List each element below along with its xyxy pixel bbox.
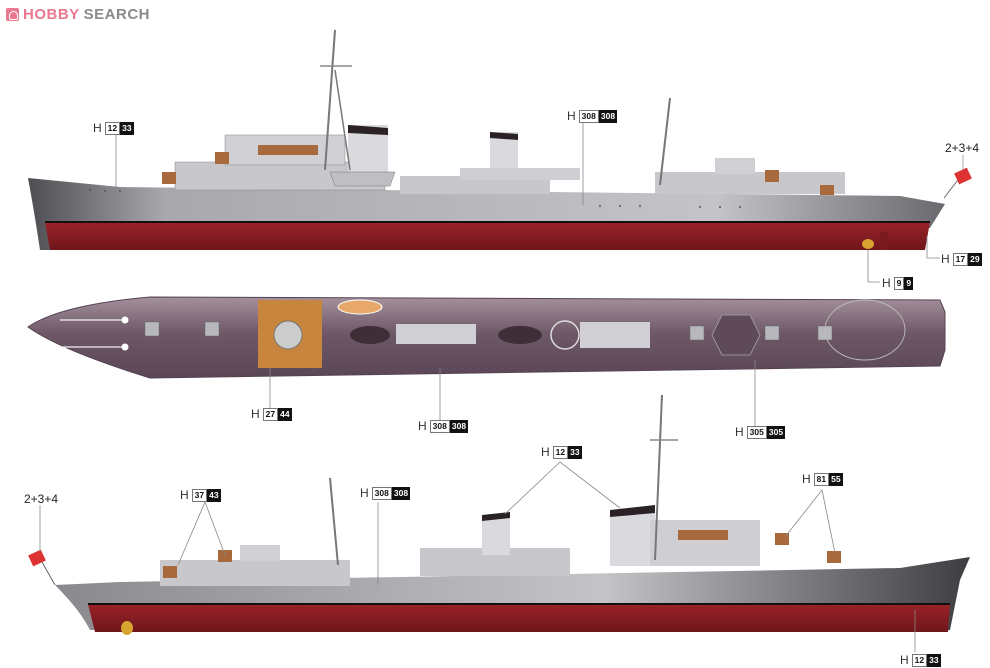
starboard-profile-view <box>28 29 972 283</box>
logo-search: SEARCH <box>83 6 151 23</box>
hobby-search-logo: HOBBY SEARCH <box>6 6 150 23</box>
port-profile-view <box>28 394 970 652</box>
logo-hobby: HOBBY <box>23 6 80 23</box>
logo-icon <box>6 8 19 21</box>
flag-label: 2+3+4 <box>945 141 980 155</box>
deck-plan-view <box>27 296 946 428</box>
flag-label-port: 2+3+4 <box>24 492 59 506</box>
